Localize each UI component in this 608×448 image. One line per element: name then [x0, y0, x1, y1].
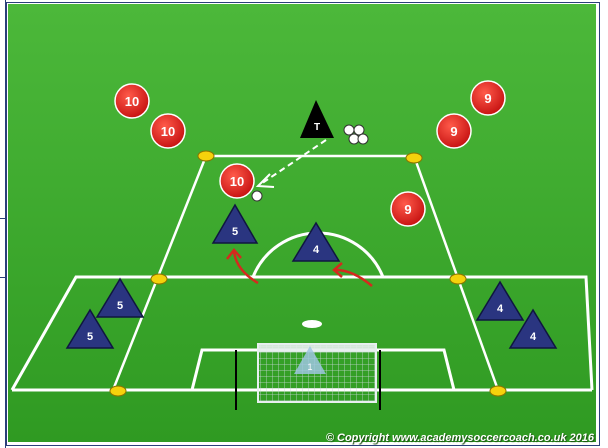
blue-player-label: 5 — [87, 331, 93, 343]
cone — [198, 151, 214, 161]
red-player: 10 — [220, 164, 254, 198]
blue-player-label: 5 — [232, 226, 238, 238]
goal-net-back — [258, 344, 376, 352]
red-player-label: 9 — [484, 91, 491, 106]
red-player-label: 9 — [404, 202, 411, 217]
copyright-text: © Copyright www.academysoccercoach.co.uk… — [326, 432, 594, 444]
coach-label: T — [314, 122, 320, 133]
ball — [344, 125, 354, 135]
soccer-drill-diagram: T 1 10 10 10 9 9 9 — [8, 4, 596, 442]
red-player: 9 — [391, 192, 425, 226]
blue-player-label: 4 — [530, 331, 537, 343]
cone — [406, 153, 422, 163]
cone — [490, 386, 506, 396]
blue-player-label: 5 — [117, 300, 123, 312]
red-player: 9 — [471, 81, 505, 115]
red-player-label: 10 — [161, 124, 175, 139]
red-player: 10 — [115, 84, 149, 118]
goalkeeper-label: 1 — [307, 362, 312, 372]
red-player-label: 10 — [125, 94, 139, 109]
red-player-label: 9 — [450, 124, 457, 139]
cone — [151, 274, 167, 284]
left-tab-marker — [0, 218, 5, 278]
ball — [354, 125, 364, 135]
red-player: 9 — [437, 114, 471, 148]
red-player: 10 — [151, 114, 185, 148]
blue-player-label: 4 — [313, 244, 320, 256]
blue-player-label: 4 — [497, 303, 504, 315]
cone — [110, 386, 126, 396]
ball — [252, 191, 262, 201]
penalty-spot — [302, 320, 322, 328]
ball — [358, 134, 368, 144]
red-player-label: 10 — [230, 174, 244, 189]
cone — [450, 274, 466, 284]
